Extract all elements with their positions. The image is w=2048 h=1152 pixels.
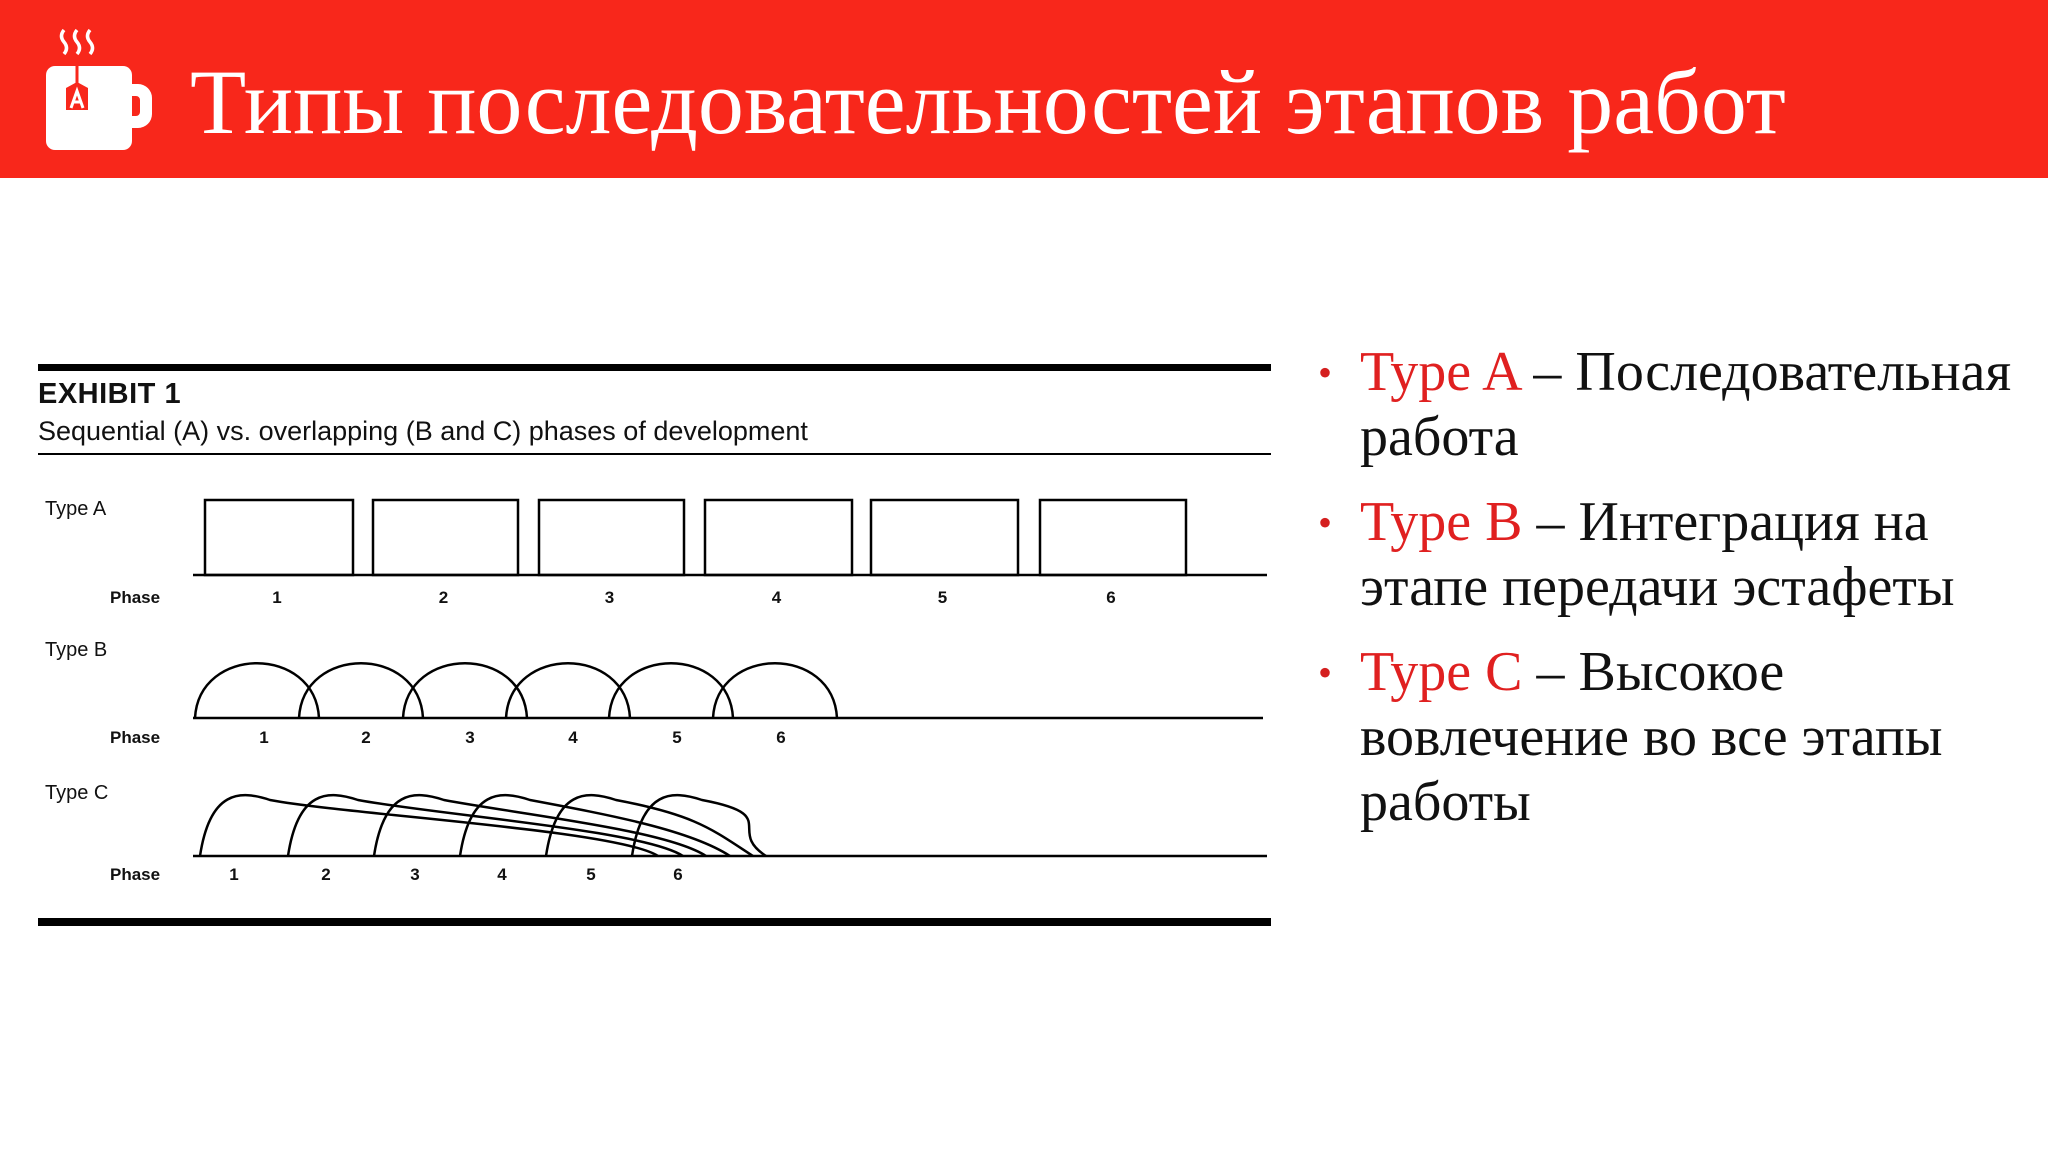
exhibit-diagram <box>38 364 1271 926</box>
type-a-phase-box <box>537 498 686 577</box>
phase-number: 2 <box>438 588 449 607</box>
steaming-mug-logo-icon <box>46 28 152 150</box>
phase-number: 4 <box>497 865 507 884</box>
bullet-dot: • <box>1318 650 1333 695</box>
type-c-phase-arc <box>198 794 659 858</box>
phase-number: 5 <box>937 588 948 607</box>
type-c-label: Type C <box>45 782 109 804</box>
phase-number: 2 <box>321 865 331 884</box>
phase-number: 3 <box>410 865 420 884</box>
type-b-name: Type B <box>1360 491 1523 553</box>
type-c-phase-arc <box>286 794 684 858</box>
exhibit-figure: EXHIBIT 1 Sequential (A) vs. overlapping… <box>38 360 1273 935</box>
type-c-phase-arc <box>458 794 731 858</box>
type-a-phase-box <box>1038 498 1188 577</box>
phase-number: 2 <box>361 728 371 747</box>
type-b-phase-arc <box>711 662 839 719</box>
type-a-phase-box <box>371 498 520 577</box>
type-c-phases <box>193 794 1267 858</box>
phase-number: 1 <box>229 865 239 884</box>
bullet-type-a: • Type A – Последовательная работа <box>1318 340 2038 470</box>
bullet-dot: • <box>1318 350 1333 395</box>
type-c-phase-arc <box>630 794 767 858</box>
phase-number: 1 <box>272 588 282 607</box>
exhibit-top-rule <box>38 364 1271 371</box>
phase-number: 6 <box>673 865 683 884</box>
phase-number: 4 <box>771 588 782 607</box>
type-c-name: Type C <box>1360 641 1523 703</box>
phase-number: 6 <box>776 728 786 747</box>
phase-number: 4 <box>568 728 578 747</box>
type-c-phase-arc <box>544 794 754 858</box>
phase-number: 5 <box>672 728 682 747</box>
type-b-phase-arc <box>193 662 321 719</box>
type-b-phase-label: Phase <box>110 728 161 747</box>
type-b-phase-arc <box>504 662 632 719</box>
bullet-dot: • <box>1318 500 1333 545</box>
type-b-label: Type B <box>45 639 108 661</box>
exhibit-sub-rule <box>38 453 1271 455</box>
phase-number: 3 <box>465 728 475 747</box>
bullet-type-b: • Type B – Интеграция на этапе передачи … <box>1318 490 2038 620</box>
type-a-label: Type A <box>45 498 107 520</box>
type-a-phases <box>193 498 1267 577</box>
type-a-description: – Последовательная работа <box>1360 341 2012 468</box>
phase-number: 5 <box>586 865 596 884</box>
phase-number: 6 <box>1106 588 1116 607</box>
type-a-name: Type A <box>1360 341 1520 403</box>
exhibit-title: EXHIBIT 1 <box>38 378 182 410</box>
type-b-description: – Интеграция на этапе передачи эстафеты <box>1360 491 1955 618</box>
type-b-phase-arc <box>401 662 529 719</box>
header-bar: Типы последовательностей этапов работ <box>0 0 2048 178</box>
type-c-phase-arc <box>372 794 707 858</box>
bullet-type-c: • Type C – Высокое вовлечение во все эта… <box>1318 640 2038 835</box>
phase-number: 1 <box>259 728 269 747</box>
type-b-phase-arc <box>607 662 735 719</box>
type-c-phase-label: Phase <box>110 865 161 884</box>
type-b-phases <box>193 662 1263 720</box>
phase-number: 3 <box>604 588 615 607</box>
bullet-list: • Type A – Последовательная работа • Typ… <box>1318 340 2038 855</box>
exhibit-subtitle: Sequential (A) vs. overlapping (B and C)… <box>38 416 808 446</box>
slide-title: Типы последовательностей этапов работ <box>190 51 1786 153</box>
exhibit-bottom-rule <box>38 918 1271 926</box>
type-a-phase-box <box>869 498 1020 577</box>
type-c-description: – Высокое вовлечение во все этапы работы <box>1360 641 1943 833</box>
type-a-phase-box <box>203 498 355 577</box>
type-a-phase-label: Phase <box>110 588 161 607</box>
type-b-phase-arc <box>297 662 425 719</box>
type-a-phase-box <box>703 498 854 577</box>
